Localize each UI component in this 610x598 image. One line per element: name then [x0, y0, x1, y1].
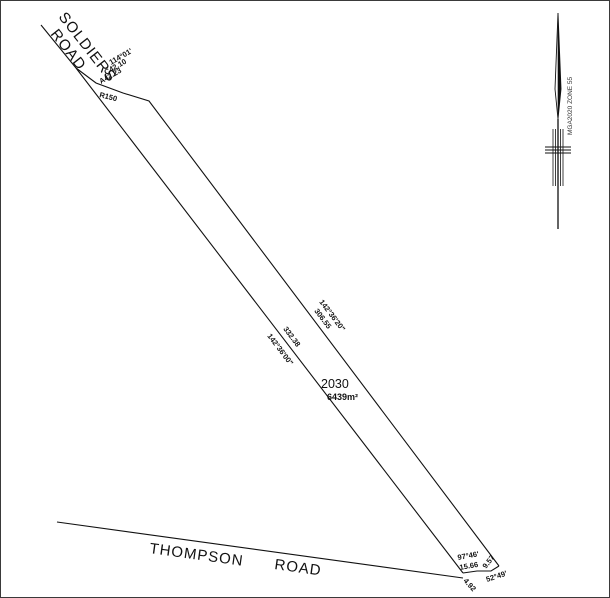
curve-radius: R150 — [99, 90, 119, 103]
bottom-length: 4.92 — [462, 576, 478, 593]
lot-boundary-east — [75, 67, 500, 567]
thompson-road-line — [56, 521, 464, 579]
south-length: 15.66 — [459, 560, 479, 572]
corner-length: 9.57 — [480, 553, 496, 570]
soldiers-road-line — [40, 24, 77, 69]
lot-boundary-west — [75, 67, 464, 574]
west-length: 332.38 — [281, 325, 302, 349]
lot-number: 2030 — [321, 377, 349, 391]
north-arrow-icon — [545, 12, 571, 229]
north-arrow-label: MGA2020 ZONE 55 — [567, 76, 574, 135]
lot-boundary-south — [462, 565, 500, 574]
thompson-road-label: ROAD — [273, 556, 322, 579]
lot-area: 6439m² — [327, 392, 358, 402]
south-bearing: 97°46' — [457, 549, 480, 562]
thompson-label: THOMPSON — [148, 540, 244, 570]
